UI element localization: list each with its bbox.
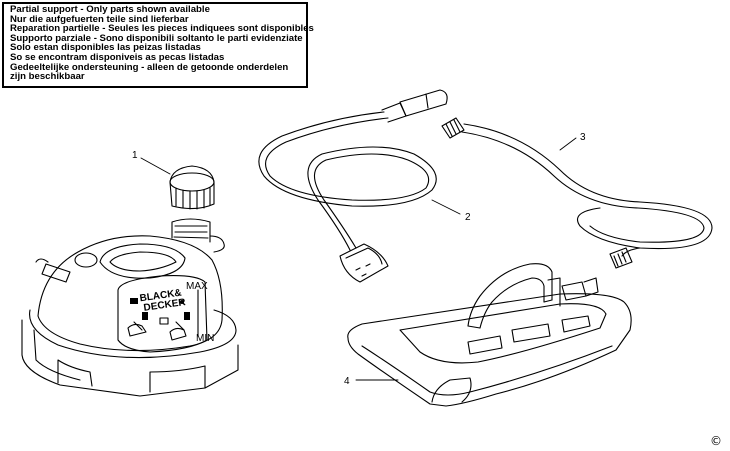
- notice-line: Partial support - Only parts shown avail…: [10, 4, 210, 15]
- copyright-symbol: ©: [710, 434, 722, 448]
- availability-notice: Partial support - Only parts shown avail…: [2, 2, 314, 88]
- steamer-details: [130, 298, 190, 320]
- notice-line: So se encontram disponiveis as pecas lis…: [10, 51, 225, 63]
- notice-line: Solo estan disponibles las peizas listad…: [10, 42, 201, 54]
- notice-line: Nur die aufgefuerten teile sind lieferba…: [10, 13, 189, 25]
- callout-2: 2: [465, 212, 471, 223]
- filler-cap-icon: [169, 165, 215, 210]
- gauge-max-label: MAX: [186, 281, 208, 292]
- steamer-unit-icon: [21, 218, 239, 397]
- notice-line: Reparation partielle - Seules les pieces…: [10, 23, 314, 35]
- callout-3: 3: [580, 132, 586, 143]
- steam-hose-icon: [441, 117, 713, 269]
- leader-lines: [140, 137, 577, 381]
- notice-line: zijn beschikbaar: [10, 71, 85, 83]
- notice-line: Supporto parziale - Sono disponibili sol…: [10, 32, 303, 44]
- steam-plate-icon: [347, 263, 632, 407]
- power-cord-icon: [258, 89, 448, 283]
- gauge-min-label: MIN: [196, 333, 214, 344]
- notice-line: Gedeeltelijke ondersteuning - alleen de …: [10, 61, 289, 73]
- callout-1: 1: [132, 150, 138, 161]
- callout-4: 4: [344, 376, 350, 387]
- brand-logo: BLACK& DECKER: [139, 288, 187, 314]
